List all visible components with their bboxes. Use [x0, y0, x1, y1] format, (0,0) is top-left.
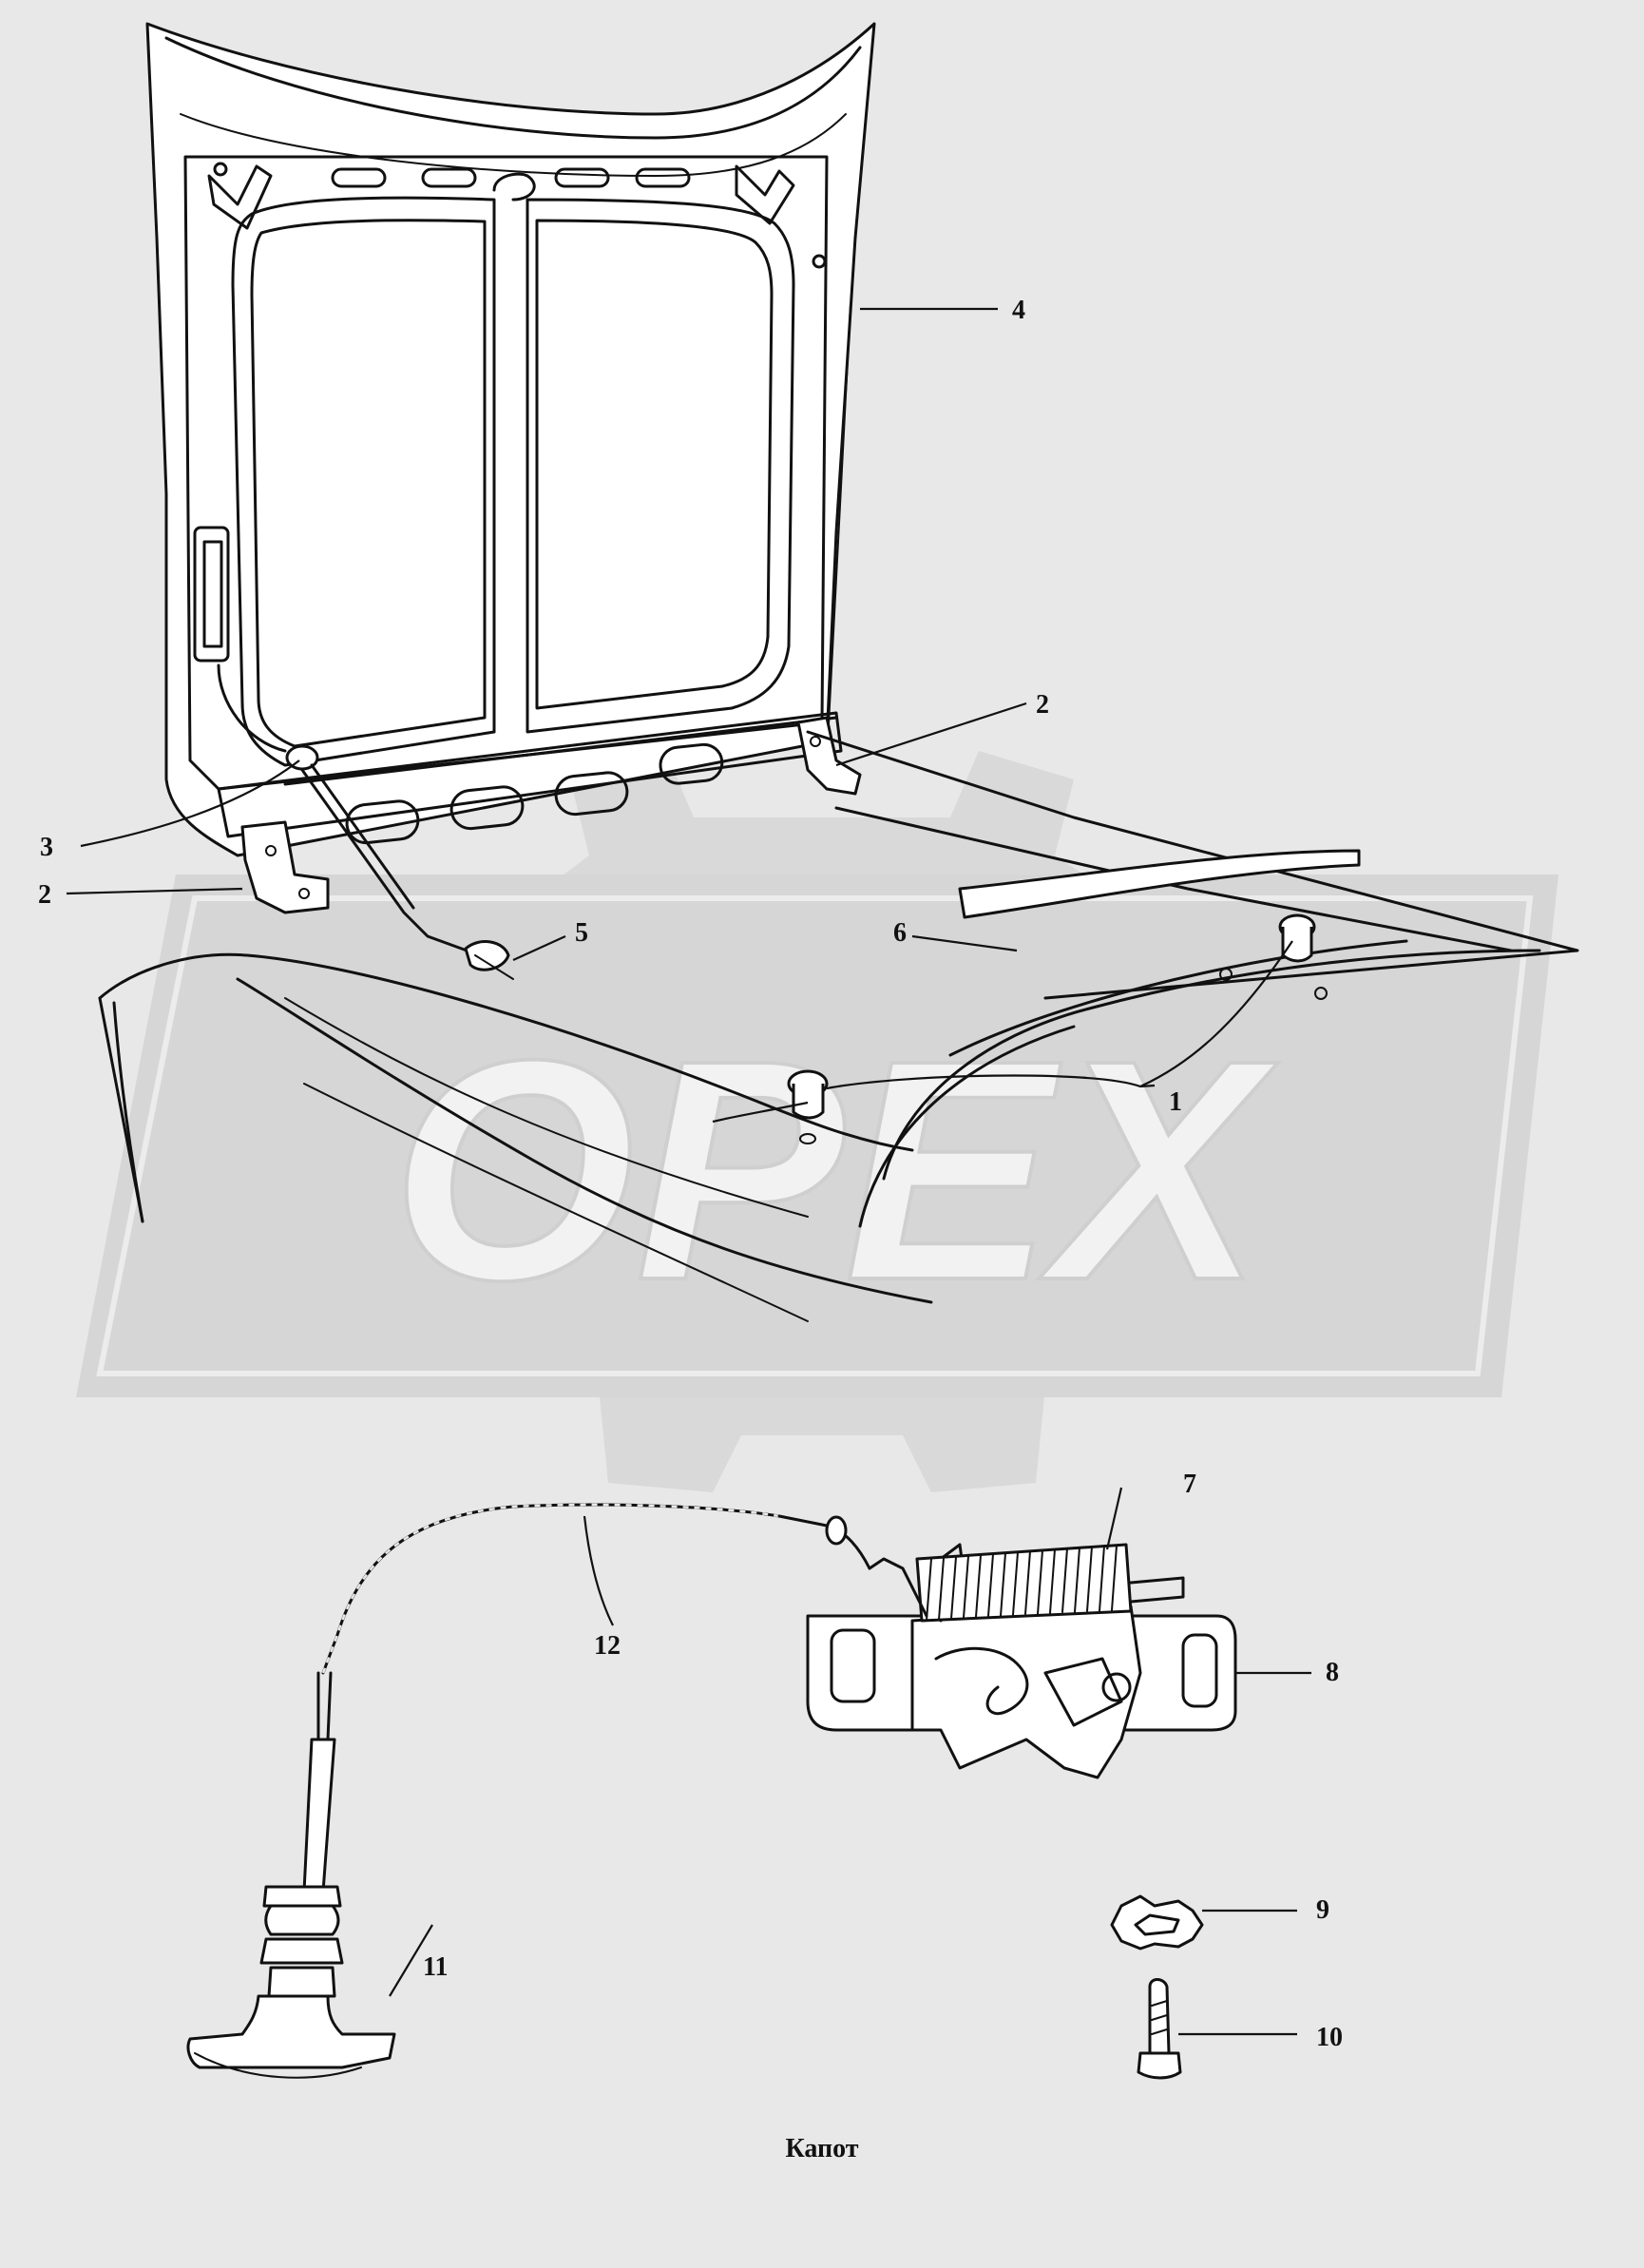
callout-4: 4: [1012, 296, 1025, 325]
callout-9: 9: [1316, 1895, 1329, 1925]
callout-2-right: 2: [1036, 690, 1049, 720]
callout-7: 7: [1183, 1470, 1196, 1499]
callout-2-left: 2: [38, 880, 51, 910]
release-cable: [302, 1503, 928, 1893]
lock-spring: [915, 1543, 1185, 1623]
callout-6: 6: [893, 918, 907, 948]
callout-labels: 1 2 2 3 4 5 6 7 8 9 10 11 12: [38, 296, 1343, 2052]
bump-stop-right: [1278, 913, 1316, 963]
callout-3: 3: [40, 833, 53, 862]
hinge-left: [240, 820, 330, 914]
figure-caption: Капот: [785, 2134, 859, 2163]
hood-panel: [145, 22, 876, 857]
bolt: [1137, 1978, 1182, 2080]
callout-12: 12: [594, 1631, 621, 1661]
hinge-right: [796, 716, 862, 796]
callout-8: 8: [1326, 1658, 1339, 1687]
callout-1: 1: [1169, 1087, 1182, 1117]
watermark-text: OPEX: [391, 994, 1278, 1345]
leader-lines: [66, 307, 1311, 2036]
callout-5: 5: [575, 918, 588, 948]
hood-seal-strip: [958, 849, 1361, 919]
rod-clip: [464, 940, 514, 980]
hood-lock: [806, 1543, 1237, 1779]
watermark-logo: OPEX: [76, 751, 1558, 1492]
front-body: [98, 730, 1579, 1322]
star-washer: [1110, 1894, 1204, 1951]
callout-10: 10: [1316, 2023, 1343, 2052]
bump-stop-left: [787, 1069, 829, 1144]
watermark-badge: [76, 875, 1558, 1397]
release-handle: [186, 1885, 396, 2079]
callout-11: 11: [423, 1952, 448, 1982]
